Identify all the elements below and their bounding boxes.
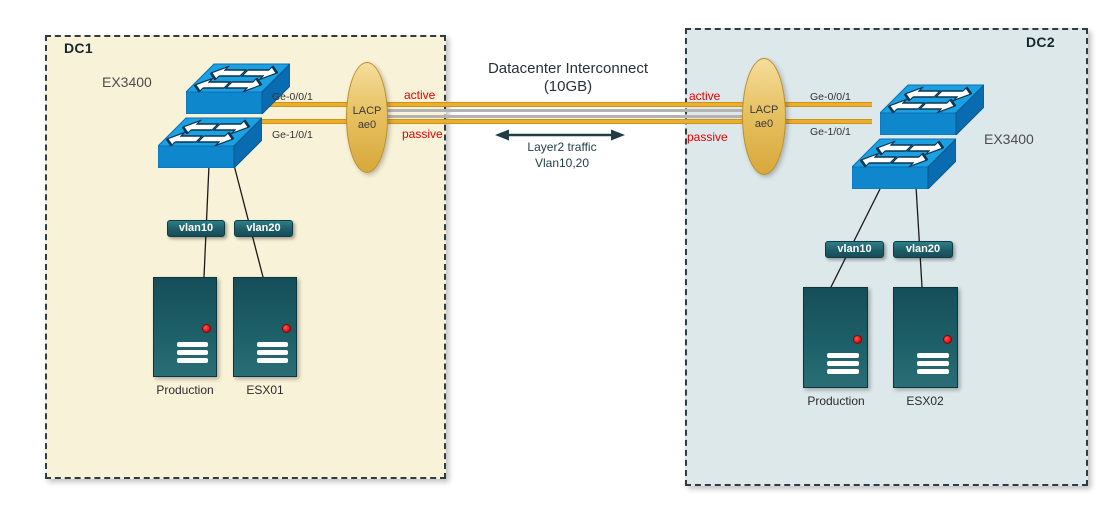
dc1-switch-stack-icon bbox=[158, 63, 290, 168]
layer2-traffic-arrow-icon bbox=[495, 129, 625, 141]
dc1-vlan20-tag: vlan20 bbox=[234, 220, 293, 237]
dc1-port-ge001-label: Ge-0/0/1 bbox=[272, 91, 313, 103]
power-led-icon bbox=[282, 324, 291, 333]
dc2-esx02-link-line bbox=[915, 185, 923, 288]
dc2-port-ge101-label: Ge-1/0/1 bbox=[810, 126, 851, 138]
dc1-port-ge101-label: Ge-1/0/1 bbox=[272, 129, 313, 141]
power-led-icon bbox=[202, 324, 211, 333]
power-led-icon bbox=[943, 335, 952, 344]
dc2-lacp-label: LACP bbox=[749, 103, 779, 116]
dc2-label: DC2 bbox=[1026, 34, 1055, 50]
dc1-production-label: Production bbox=[156, 383, 214, 397]
dc1-esx01-server-icon bbox=[233, 277, 297, 377]
dc1-switch-model-label: EX3400 bbox=[102, 74, 152, 90]
interconnect-subtitle: (10GB) bbox=[543, 78, 593, 95]
vlan-traffic-label: Vlan10,20 bbox=[534, 156, 590, 170]
dc2-port-ge001-label: Ge-0/0/1 bbox=[810, 91, 851, 103]
interconnect-passive-link-line bbox=[258, 119, 872, 124]
dc2-active-label: active bbox=[689, 89, 721, 103]
dc2-vlan20-tag: vlan20 bbox=[893, 241, 953, 258]
dc1-production-server-icon bbox=[153, 277, 217, 377]
layer2-traffic-label: Layer2 traffic bbox=[527, 140, 597, 154]
dc2-esx02-label: ESX02 bbox=[906, 394, 944, 408]
interconnect-title: Datacenter Interconnect bbox=[487, 60, 649, 77]
dc1-ae0-label: ae0 bbox=[357, 118, 377, 131]
dc1-label: DC1 bbox=[64, 40, 93, 56]
dc1-esx01-label: ESX01 bbox=[246, 383, 284, 397]
dc2-production-link-line bbox=[830, 188, 881, 288]
dc2-lacp-oval: LACP ae0 bbox=[742, 58, 786, 175]
dc1-passive-label: passive bbox=[402, 127, 443, 141]
interconnect-shadow-line-bottom bbox=[352, 115, 780, 118]
dc2-production-server-icon bbox=[803, 287, 868, 388]
dc1-lacp-oval: LACP ae0 bbox=[346, 62, 388, 173]
dc1-vlan10-tag: vlan10 bbox=[167, 220, 225, 237]
dc2-production-label: Production bbox=[807, 394, 865, 408]
dc1-active-label: active bbox=[404, 88, 436, 102]
dc1-lacp-label: LACP bbox=[352, 104, 382, 117]
dc2-switch-stack-icon bbox=[852, 84, 984, 189]
dc2-esx02-server-icon bbox=[893, 287, 958, 388]
power-led-icon bbox=[853, 335, 862, 344]
dc2-passive-label: passive bbox=[687, 130, 728, 144]
dc2-ae0-label: ae0 bbox=[754, 117, 774, 130]
dc2-vlan10-tag: vlan10 bbox=[825, 241, 884, 258]
interconnect-shadow-line-top bbox=[352, 109, 780, 112]
interconnect-active-link-line bbox=[258, 102, 872, 107]
dc2-switch-model-label: EX3400 bbox=[984, 131, 1034, 147]
